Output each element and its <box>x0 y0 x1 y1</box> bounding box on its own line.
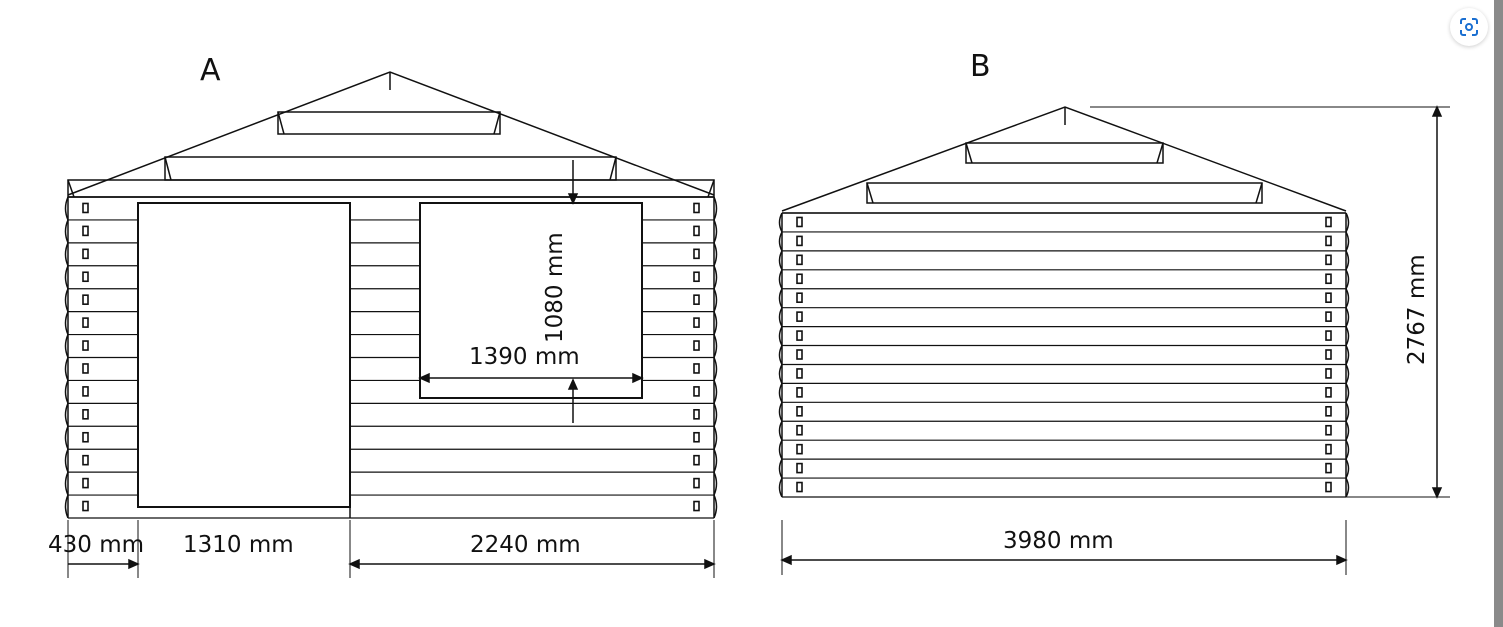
window-height-label: 1080 mm <box>542 232 568 343</box>
arrow-head <box>418 372 430 384</box>
arrow-head <box>632 372 644 384</box>
a-dowel <box>82 363 89 374</box>
width-b-label: 3980 mm <box>1003 528 1114 554</box>
b-dowel <box>796 216 803 228</box>
a-roof-joint <box>707 179 715 198</box>
b-roof-band <box>866 182 1263 204</box>
a-dowel <box>693 340 700 351</box>
b-dowel <box>796 292 803 304</box>
b-dowel <box>796 443 803 455</box>
b-roof-band <box>965 142 1164 164</box>
a-dowel <box>693 271 700 283</box>
b-dowel <box>1325 424 1332 436</box>
a-roof-joint <box>67 179 75 198</box>
a-dowel <box>82 409 89 420</box>
a-dowel <box>693 409 700 420</box>
drawing-b-title: B <box>970 49 991 84</box>
b-dowel <box>796 368 803 379</box>
a-dowel <box>82 477 89 489</box>
height-b-label: 2767 mm <box>1404 254 1430 365</box>
a-roof-band <box>277 111 501 135</box>
a-dowel <box>82 225 89 237</box>
door-opening <box>137 202 351 508</box>
b-dowel <box>1325 311 1332 322</box>
b-dowel <box>1325 443 1332 455</box>
b-dowel <box>796 273 803 285</box>
b-dowel <box>1325 349 1332 360</box>
a-roof-band <box>164 156 617 181</box>
b-roof-joint <box>1156 142 1164 164</box>
b-dowel <box>1325 292 1332 304</box>
arrow-head <box>128 558 140 570</box>
dim-left-label: 430 mm <box>48 532 144 558</box>
arrow-head <box>567 378 579 390</box>
a-dowel <box>82 248 89 260</box>
dim-door-label: 1310 mm <box>183 532 294 558</box>
a-dowel <box>693 477 700 489</box>
b-dowel <box>796 405 803 417</box>
b-dowel <box>1325 405 1332 417</box>
a-dowel <box>693 500 700 512</box>
arrow-head <box>704 558 716 570</box>
scrollbar[interactable] <box>1494 0 1503 627</box>
a-dowel <box>82 340 89 351</box>
b-dowel <box>1325 481 1332 493</box>
b-dowel <box>796 481 803 493</box>
a-roof-joint <box>493 111 501 135</box>
b-roof-joint <box>965 142 973 164</box>
arrow-head <box>1431 105 1443 117</box>
b-dowel <box>1325 235 1332 247</box>
window-opening <box>419 202 643 399</box>
a-dowel <box>82 271 89 283</box>
a-dowel <box>82 386 89 397</box>
arrow-head <box>1431 487 1443 499</box>
a-dowel <box>693 294 700 305</box>
arrow-head <box>567 193 579 205</box>
a-dowel <box>82 454 89 466</box>
a-dowel <box>693 317 700 328</box>
b-dowel <box>796 254 803 266</box>
b-dowel <box>1325 254 1332 266</box>
a-dowel <box>82 317 89 328</box>
a-dowel <box>693 225 700 237</box>
b-dowel <box>1325 330 1332 341</box>
b-dowel <box>1325 387 1332 398</box>
drawing-a-title: A <box>200 53 221 88</box>
b-dowel <box>1325 273 1332 285</box>
b-dowel <box>1325 216 1332 228</box>
b-dowel <box>796 424 803 436</box>
b-dowel <box>796 349 803 360</box>
b-dowel <box>796 462 803 474</box>
a-roof-band <box>67 179 715 198</box>
b-dowel <box>1325 368 1332 379</box>
a-dowel <box>693 248 700 260</box>
b-dowel <box>1325 462 1332 474</box>
a-roof-joint <box>277 111 285 135</box>
a-dowel <box>693 431 700 443</box>
a-dowel <box>82 294 89 305</box>
a-dowel <box>693 454 700 466</box>
arrow-head <box>348 558 360 570</box>
a-roof-joint <box>164 156 172 181</box>
a-dowel <box>693 363 700 374</box>
visual-search-icon <box>1460 18 1478 36</box>
b-dowel <box>796 311 803 322</box>
a-dowel <box>693 202 700 214</box>
visual-search-button[interactable] <box>1450 8 1488 46</box>
b-dowel <box>796 235 803 247</box>
a-dowel <box>82 431 89 443</box>
arrow-head <box>1336 554 1348 566</box>
b-roof-joint <box>866 182 874 204</box>
a-roof-joint <box>609 156 617 181</box>
arrow-head <box>780 554 792 566</box>
b-dowel <box>796 387 803 398</box>
b-roof-joint <box>1255 182 1263 204</box>
window-width-label: 1390 mm <box>469 344 580 370</box>
a-dowel <box>82 500 89 512</box>
dim-right-label: 2240 mm <box>470 532 581 558</box>
a-dowel <box>693 386 700 397</box>
a-dowel <box>82 202 89 214</box>
b-dowel <box>796 330 803 341</box>
